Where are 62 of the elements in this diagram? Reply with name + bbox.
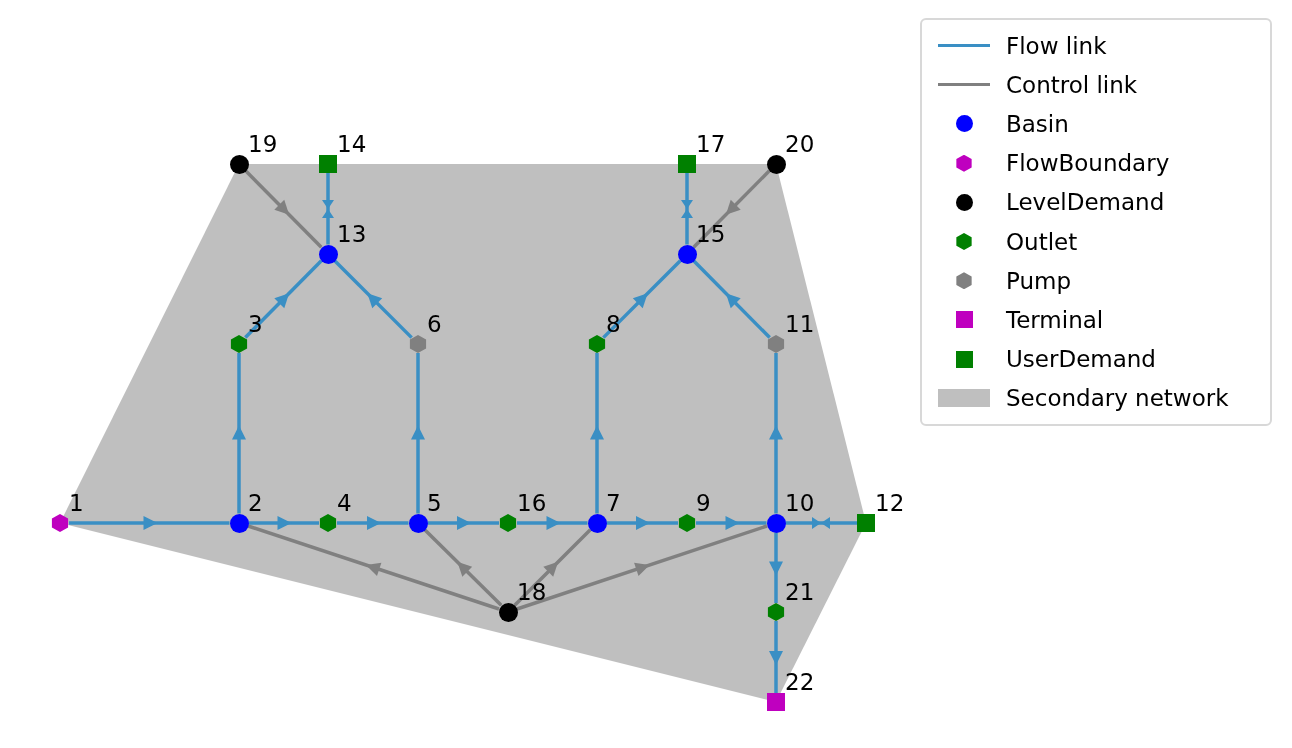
- node-number: 11: [785, 313, 815, 336]
- node-number: 15: [696, 223, 726, 246]
- square-marker: [678, 155, 696, 173]
- control-link-arrow: [423, 528, 503, 607]
- flow-link-arrow: [606, 516, 678, 530]
- control-link-arrow: [513, 528, 592, 607]
- node-number: 4: [337, 492, 352, 515]
- flow-link-arrow: [244, 259, 323, 339]
- flow-link-arrow: [248, 516, 319, 530]
- legend-label: LevelDemand: [1006, 189, 1165, 216]
- node-number: 22: [785, 671, 815, 694]
- control-link-arrow: [516, 524, 768, 611]
- flow-link-arrow: [322, 173, 334, 245]
- legend-label: Pump: [1006, 267, 1072, 294]
- flow-link-arrow: [411, 353, 425, 514]
- node-number: 7: [606, 492, 621, 515]
- node-number: 18: [517, 581, 547, 604]
- legend-label: Terminal: [1006, 306, 1104, 333]
- node-number: 5: [427, 492, 442, 515]
- node-number: 17: [696, 133, 726, 156]
- legend-label: Secondary network: [1006, 385, 1229, 412]
- node-number: 19: [248, 133, 278, 156]
- circle-marker: [229, 154, 249, 174]
- node-number: 1: [69, 492, 84, 515]
- flow-link-arrow: [427, 516, 499, 530]
- flow-link-arrow: [69, 516, 230, 530]
- square-marker: [767, 693, 785, 711]
- flow-link-arrow: [769, 532, 783, 603]
- node-number: 20: [785, 133, 815, 156]
- node-number: 10: [785, 492, 815, 515]
- node-number: 16: [517, 492, 547, 515]
- node-number: 12: [875, 492, 905, 515]
- flow-link-arrow: [785, 517, 857, 529]
- node-number: 21: [785, 581, 815, 604]
- flow-link-arrow: [232, 353, 246, 514]
- flow-link-arrow: [692, 259, 771, 339]
- node-number: 2: [248, 492, 263, 515]
- legend-label: Outlet: [1006, 228, 1078, 255]
- flow-link-arrow: [681, 173, 693, 245]
- node-number: 14: [337, 133, 367, 156]
- node-number: 9: [696, 492, 711, 515]
- legend-label: Basin: [1006, 110, 1069, 137]
- circle-marker: [766, 154, 786, 174]
- flow-link-arrow: [696, 516, 767, 530]
- legend-label: Control link: [1006, 71, 1138, 98]
- legend-label: Flow link: [1006, 32, 1107, 59]
- node-number: 6: [427, 313, 442, 336]
- control-link-arrow: [692, 169, 771, 249]
- flow-link-arrow: [590, 353, 604, 514]
- flow-link-arrow: [333, 259, 413, 339]
- legend-label: FlowBoundary: [1006, 150, 1170, 177]
- square-marker: [319, 155, 337, 173]
- flow-link-arrow: [337, 516, 409, 530]
- square-marker: [857, 514, 875, 532]
- flow-link-arrow: [769, 353, 783, 514]
- control-link-arrow: [244, 169, 323, 249]
- node-number: 13: [337, 223, 367, 246]
- flow-link-arrow: [769, 621, 783, 693]
- flow-link-arrow: [602, 259, 682, 339]
- flow-link-arrow: [517, 516, 588, 530]
- control-link-arrow: [247, 524, 500, 611]
- legend-label: UserDemand: [1006, 346, 1156, 373]
